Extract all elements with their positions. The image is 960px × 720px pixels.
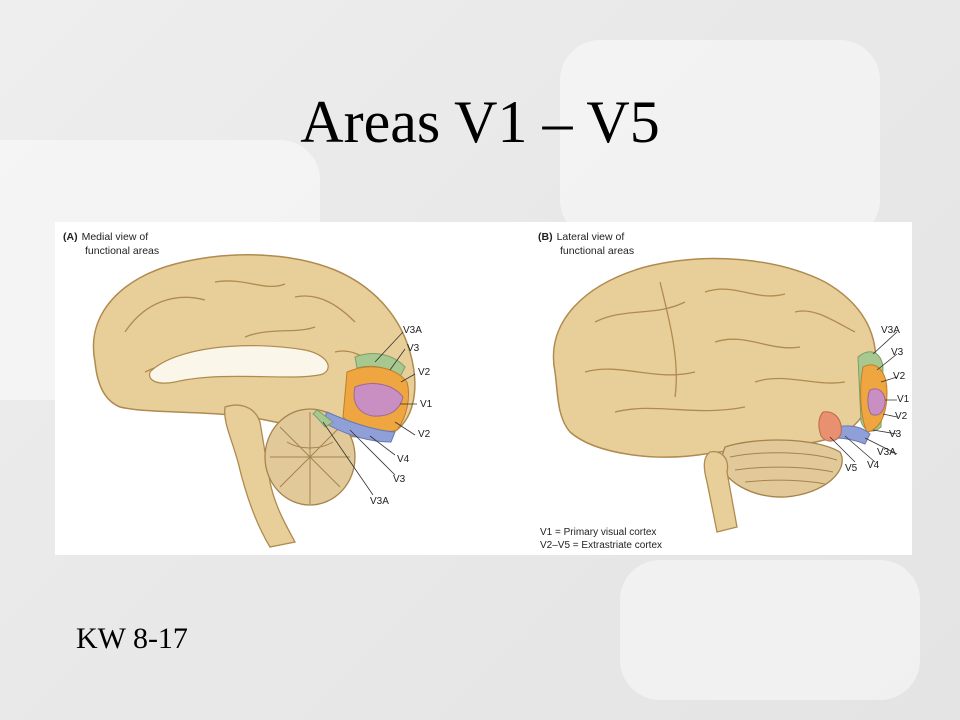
panel-b-caption: (B)Lateral view of functional areas — [538, 230, 634, 258]
panel-a-label-v3a-top: V3A — [403, 325, 422, 336]
panel-a-caption: (A)Medial view of functional areas — [63, 230, 159, 258]
medial-brain — [92, 254, 417, 548]
panel-b-caption-line1: Lateral view of — [556, 231, 625, 243]
slide-title: Areas V1 – V5 — [300, 89, 660, 155]
panel-b-label-v2-top: V2 — [893, 371, 906, 382]
panel-a-label-v3-top: V3 — [407, 343, 420, 354]
panel-b-label-v5: V5 — [845, 463, 858, 474]
brain-illustration — [92, 254, 898, 548]
background-shape — [620, 560, 920, 700]
panel-a-label-v2-bottom: V2 — [418, 429, 431, 440]
slide-footer-reference: KW 8-17 — [76, 622, 188, 655]
panel-a-label-v4: V4 — [397, 454, 410, 465]
panel-a-caption-line2: functional areas — [85, 245, 160, 257]
panel-b-label-v3a-bottom: V3A — [877, 447, 896, 458]
panel-b-label-v3a-top: V3A — [881, 325, 900, 336]
figure-legend: V1 = Primary visual cortex V2–V5 = Extra… — [540, 526, 662, 552]
panel-a-label-v3-bottom: V3 — [393, 474, 406, 485]
panel-b-letter: (B) — [538, 231, 553, 243]
legend-line-extrastriate: V2–V5 = Extrastriate cortex — [540, 540, 663, 551]
panel-b-label-v1: V1 — [897, 394, 910, 405]
panel-b-label-v3-bottom: V3 — [889, 429, 902, 440]
lateral-brain — [552, 257, 898, 533]
panel-a-label-v2-top: V2 — [418, 367, 431, 378]
background-shape — [560, 40, 880, 240]
panel-a-letter: (A) — [63, 231, 78, 243]
panel-a-caption-line1: Medial view of — [81, 231, 149, 243]
panel-b-label-v3-top: V3 — [891, 347, 904, 358]
legend-line-primary: V1 = Primary visual cortex — [540, 527, 657, 538]
panel-a-label-v3a-bottom: V3A — [370, 496, 389, 507]
panel-a-label-v1: V1 — [420, 399, 433, 410]
panel-b-label-v4: V4 — [867, 460, 880, 471]
panel-b-label-v2-bottom: V2 — [895, 411, 908, 422]
panel-b-caption-line2: functional areas — [560, 245, 635, 257]
brain-figure: (A)Medial view of functional areas V3A V… — [55, 222, 912, 555]
